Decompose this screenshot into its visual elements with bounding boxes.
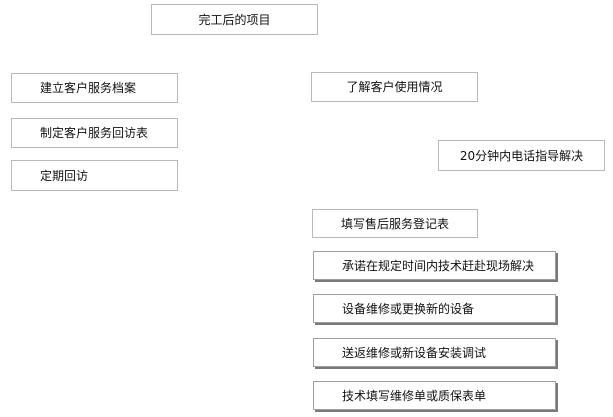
node-onsite-commitment: 承诺在规定时间内技术赶赴现场解决	[313, 251, 556, 280]
node-register-form: 填写售后服务登记表	[312, 209, 478, 238]
node-label: 定期回访	[40, 168, 89, 183]
node-label: 制定客户服务回访表	[40, 126, 149, 140]
node-fill-repair-sheet: 技术填写维修单或质保表单	[313, 381, 556, 410]
node-build-archive: 建立客户服务档案	[11, 73, 178, 103]
node-label: 了解客户使用情况	[346, 80, 443, 94]
node-label: 承诺在规定时间内技术赶赴现场解决	[342, 258, 535, 273]
node-visit-form: 制定客户服务回访表	[11, 118, 178, 148]
node-label: 送返维修或新设备安装调试	[342, 345, 487, 360]
node-label: 20分钟内电话指导解决	[459, 148, 584, 163]
node-label: 填写售后服务登记表	[341, 216, 450, 231]
node-phone-guidance: 20分钟内电话指导解决	[438, 140, 605, 171]
node-regular-visit: 定期回访	[11, 160, 178, 191]
node-understand-usage: 了解客户使用情况	[311, 72, 478, 102]
node-label: 技术填写维修单或质保表单	[342, 388, 487, 403]
node-label: 建立客户服务档案	[40, 81, 137, 95]
node-return-install: 送返维修或新设备安装调试	[313, 338, 556, 367]
title-box: 完工后的项目	[151, 4, 318, 35]
node-repair-replace: 设备维修或更换新的设备	[313, 294, 556, 323]
node-label: 设备维修或更换新的设备	[342, 301, 475, 316]
title-label: 完工后的项目	[198, 12, 271, 27]
